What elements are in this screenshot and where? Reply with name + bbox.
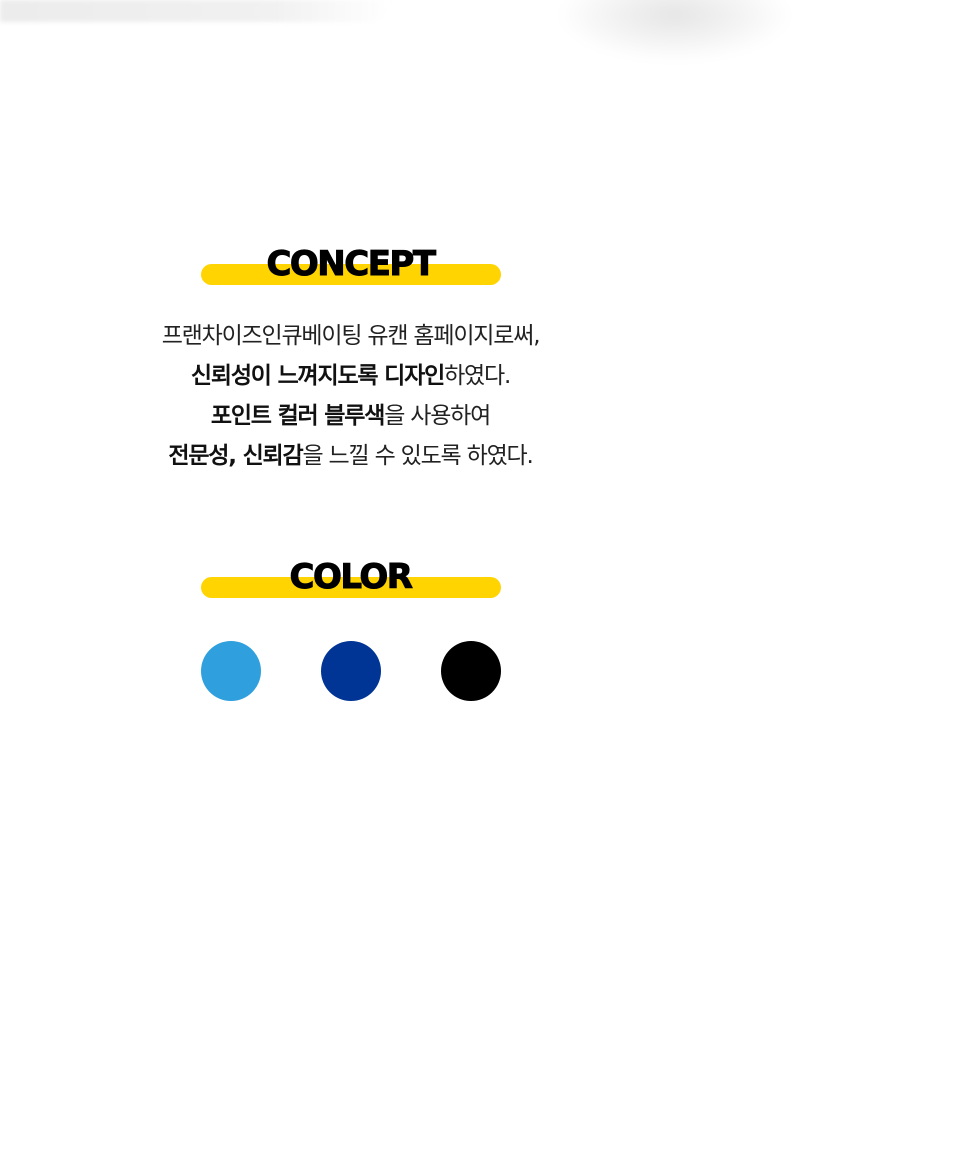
concept-line-2-bold: 신뢰성이 느껴지도록 디자인 xyxy=(190,363,445,389)
concept-title-text: CONCEPT xyxy=(266,244,437,285)
concept-line-3-normal: 을 사용하여 xyxy=(384,403,491,429)
concept-line-1: 프랜차이즈인큐베이팅 유캔 홈페이지로써, xyxy=(110,316,591,356)
concept-line-2: 신뢰성이 느껴지도록 디자인하였다. xyxy=(110,356,591,396)
color-highlight-bar xyxy=(201,577,501,598)
color-title-text: COLOR xyxy=(289,557,413,598)
top-shadow-blur-decoration xyxy=(560,0,790,60)
concept-heading: CONCEPT xyxy=(200,235,501,285)
color-swatch-black xyxy=(441,641,501,701)
concept-line-4-bold: 전문성, 신뢰감 xyxy=(168,443,303,469)
concept-line-3-bold: 포인트 컬러 블루색 xyxy=(210,403,385,429)
concept-highlight-bar xyxy=(201,264,501,285)
concept-description: 프랜차이즈인큐베이팅 유캔 홈페이지로써, 신뢰성이 느껴지도록 디자인하였다.… xyxy=(110,316,591,476)
color-swatch-light-blue xyxy=(201,641,261,701)
color-heading: COLOR xyxy=(200,548,501,598)
concept-line-3: 포인트 컬러 블루색을 사용하여 xyxy=(110,396,591,436)
concept-line-4: 전문성, 신뢰감을 느낄 수 있도록 하였다. xyxy=(110,436,591,476)
top-shadow-decoration xyxy=(0,0,390,22)
concept-line-4-normal: 을 느낄 수 있도록 하였다. xyxy=(302,443,533,469)
concept-line-2-normal: 하였다. xyxy=(444,363,511,389)
color-swatch-navy-blue xyxy=(321,641,381,701)
concept-line-1-normal: 프랜차이즈인큐베이팅 유캔 홈페이지로써, xyxy=(161,323,541,349)
